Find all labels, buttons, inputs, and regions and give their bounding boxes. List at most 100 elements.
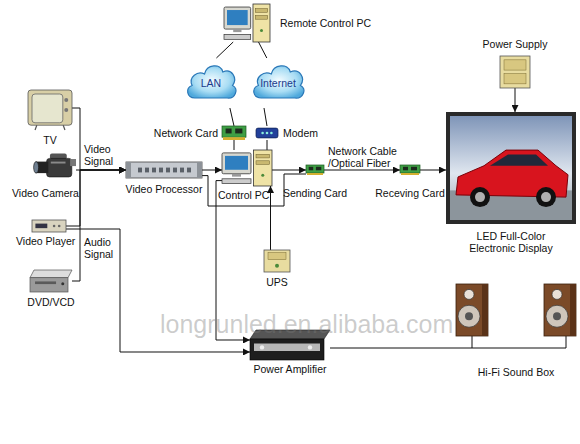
- pc-tower: [254, 150, 273, 186]
- connector: [234, 140, 235, 150]
- player-button: [53, 225, 56, 228]
- speaker-cabinet: [456, 284, 488, 336]
- device-node: DVD/VCD: [30, 270, 72, 292]
- chip: [235, 129, 242, 134]
- woofer-cap: [465, 312, 473, 320]
- tv-leg: [35, 125, 37, 130]
- display-screen: [450, 116, 572, 220]
- car-wheel: [536, 187, 556, 207]
- chip: [226, 129, 232, 134]
- node-label: LED Full-Color Electronic Display: [455, 230, 567, 254]
- circuit-board: [222, 126, 246, 137]
- rack-button: [159, 168, 163, 173]
- speaker-wire: [472, 336, 473, 348]
- speaker-cabinet: [544, 284, 576, 336]
- chip: [316, 167, 321, 171]
- device-node: Video Camera: [34, 152, 76, 184]
- card-icon: [222, 126, 246, 140]
- dvd-button: [61, 282, 64, 285]
- monitor-frame: [222, 153, 251, 174]
- circuit-board: [306, 165, 324, 173]
- connector: [72, 170, 126, 281]
- car-hub: [475, 192, 485, 202]
- rack-button: [138, 168, 142, 173]
- node-label: Remote Control PC: [280, 17, 371, 29]
- ups-light: [275, 264, 279, 268]
- card-connector: [307, 173, 323, 175]
- node-label: TV: [43, 134, 56, 146]
- node-label: Sending Card: [283, 187, 347, 199]
- rack-button: [152, 168, 156, 173]
- connector: [230, 108, 234, 126]
- monitor-frame: [224, 7, 251, 29]
- rack-ear: [126, 162, 131, 178]
- player-icon: [32, 220, 66, 232]
- connector: [270, 186, 271, 250]
- speaker-side: [570, 284, 576, 336]
- status-light: [261, 132, 264, 135]
- woofer: [458, 305, 480, 327]
- device-node: Sending Card: [306, 165, 324, 175]
- signal-label: Audio Signal: [84, 236, 126, 260]
- cabinet-drawer: [504, 74, 526, 84]
- car-hub: [541, 192, 551, 202]
- dvd-top: [30, 270, 72, 278]
- woofer-cap: [553, 312, 561, 320]
- car-wheel: [470, 187, 490, 207]
- display-frame: [446, 112, 576, 224]
- modem-body: [256, 128, 278, 138]
- node-label: Video Player: [16, 235, 75, 247]
- tweeter: [552, 289, 562, 299]
- cloud-shape: [188, 66, 236, 98]
- connector: [324, 170, 400, 171]
- rack-button: [145, 168, 149, 173]
- chip: [403, 167, 408, 171]
- player-body: [32, 220, 66, 232]
- node-label: DVD/VCD: [27, 296, 74, 308]
- card-connector: [223, 137, 245, 140]
- chip: [411, 167, 417, 171]
- power-button: [260, 29, 263, 32]
- watermark: longrunled.en.alibaba.com: [160, 310, 453, 339]
- speaker-side: [482, 284, 488, 336]
- node-label: LAN: [201, 77, 221, 89]
- device-node: LAN: [184, 58, 238, 108]
- pc-tower: [253, 4, 270, 42]
- connector: [72, 108, 126, 170]
- player-button: [58, 225, 61, 228]
- device-node: Control PC: [222, 150, 272, 186]
- camera-highlight: [51, 162, 66, 164]
- cabinet-drawer: [504, 60, 526, 70]
- amp-panel: [254, 344, 320, 352]
- connector: [272, 170, 306, 171]
- cabinet-icon: [500, 56, 530, 88]
- rack-button: [173, 168, 177, 173]
- status-light: [266, 132, 269, 135]
- node-label: Hi-Fi Sound Box: [478, 366, 554, 378]
- rack-ear: [197, 162, 202, 178]
- cabinet-body: [500, 56, 530, 88]
- connector: [259, 42, 267, 58]
- node-label: Video Camera: [12, 187, 79, 199]
- device-node: UPS: [264, 250, 290, 272]
- node-label: Internet: [260, 77, 296, 89]
- node-label: Power Supply: [483, 38, 548, 50]
- connector: [264, 108, 267, 126]
- rack-button: [187, 168, 191, 173]
- ups-icon: [264, 250, 290, 272]
- led-icon: [446, 112, 576, 224]
- viewfinder: [70, 159, 76, 166]
- device-node: LED Full-Color Electronic Display: [446, 112, 576, 224]
- power-button: [261, 174, 264, 177]
- device-node: Remote Control PC: [224, 4, 270, 42]
- connector: [515, 88, 516, 112]
- connector: [202, 170, 222, 171]
- keyboard: [222, 179, 251, 184]
- card-icon: [306, 165, 324, 175]
- node-label: Control PC: [218, 189, 269, 201]
- lens-glass: [34, 162, 39, 174]
- signal-label: Video Signal: [84, 143, 126, 167]
- player-display: [35, 224, 47, 229]
- monitor-screen: [227, 10, 248, 25]
